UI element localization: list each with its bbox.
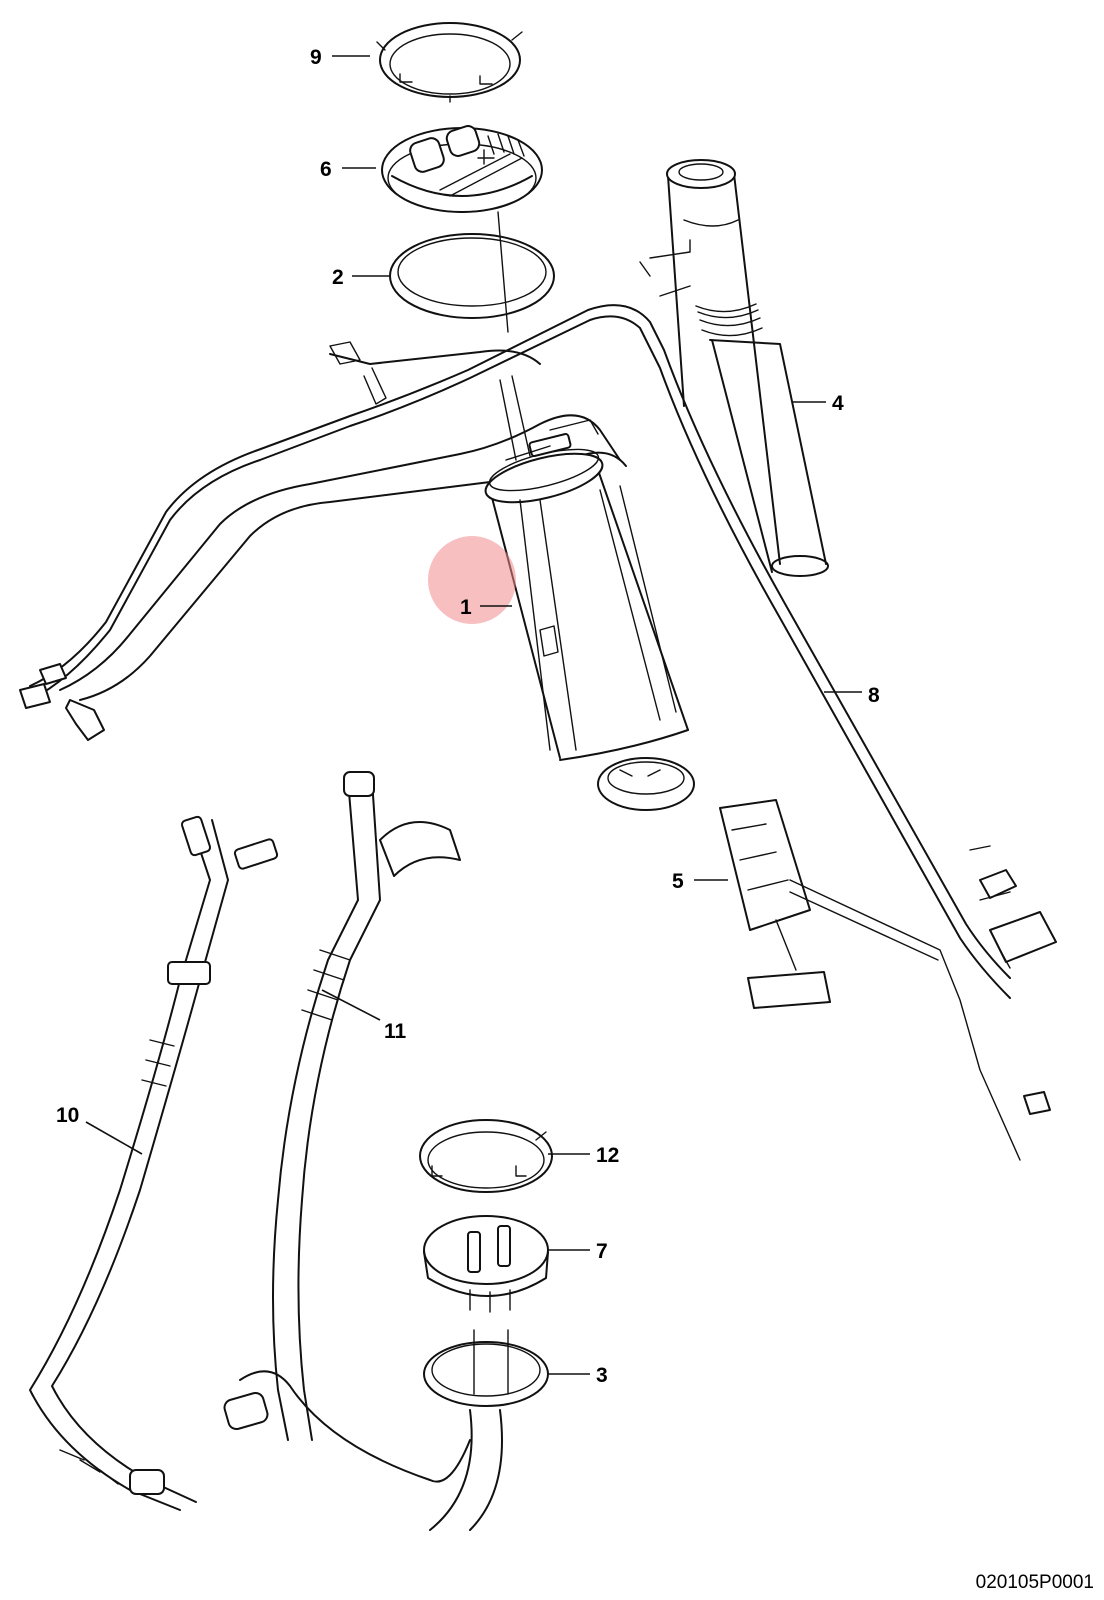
part-6-flange-cover[interactable]	[381, 124, 543, 333]
part-12-lock-ring[interactable]	[419, 1119, 553, 1193]
callout-10: 10	[56, 1104, 79, 1127]
part-9-lock-ring[interactable]	[376, 22, 523, 103]
callout-8: 8	[868, 684, 880, 707]
callout-11: 11	[384, 1020, 407, 1043]
callout-7: 7	[596, 1240, 608, 1263]
callout-1: 1	[460, 596, 472, 619]
highlight-marker	[428, 536, 516, 624]
part-7-lower-flange[interactable]	[423, 1215, 549, 1313]
callout-12: 12	[596, 1144, 619, 1167]
leader-lines	[85, 55, 862, 1375]
part-5-level-sensor[interactable]	[719, 799, 1051, 1161]
callout-2: 2	[332, 266, 344, 289]
part-1-fuel-filter-module[interactable]	[481, 375, 695, 811]
callout-6: 6	[320, 158, 332, 181]
callout-5: 5	[672, 870, 684, 893]
part-10-hose[interactable]	[29, 815, 279, 1511]
part-3-seal-ring[interactable]	[423, 1329, 549, 1531]
part-11-hose[interactable]	[223, 771, 471, 1483]
callout-9: 9	[310, 46, 322, 69]
document-id: 020105P0001	[976, 1572, 1094, 1593]
part-8-fuel-lines[interactable]	[19, 304, 1057, 999]
callout-3: 3	[596, 1364, 608, 1387]
callout-4: 4	[832, 392, 844, 415]
part-4-filler-pipe[interactable]	[639, 159, 829, 577]
part-2-seal-ring[interactable]	[389, 233, 555, 319]
